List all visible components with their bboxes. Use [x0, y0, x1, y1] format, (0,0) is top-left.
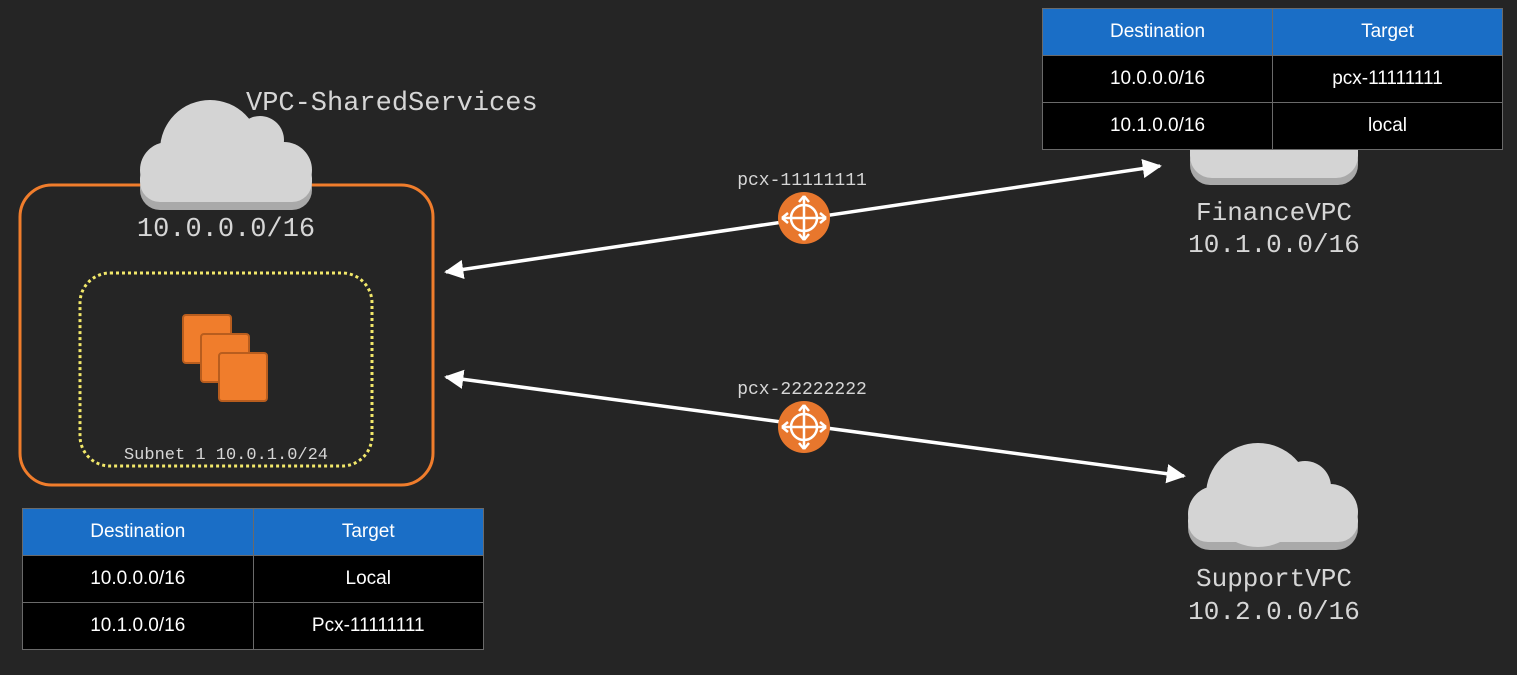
destination-header: Destination — [1042, 8, 1273, 56]
shared-vpc-cloud-icon — [140, 100, 312, 210]
subnet-boundary — [78, 271, 374, 468]
route-target: Pcx-11111111 — [252, 602, 484, 650]
target-header: Target — [1272, 8, 1503, 56]
support-vpc-name: SupportVPC — [1196, 564, 1352, 594]
peering-label-finance: pcx-11111111 — [737, 171, 867, 191]
finance-vpc-name: FinanceVPC — [1196, 198, 1352, 228]
support-vpc-cidr: 10.2.0.0/16 — [1188, 597, 1360, 627]
route-destination: 10.0.0.0/16 — [22, 555, 254, 603]
route-target: pcx-11111111 — [1272, 55, 1503, 103]
table-row: 10.0.0.0/16 Local — [22, 555, 484, 603]
route-target: Local — [252, 555, 484, 603]
route-destination: 10.1.0.0/16 — [1042, 102, 1273, 150]
vpc-peering-connection-icon — [778, 401, 830, 453]
shared-vpc-name: VPC-SharedServices — [246, 89, 538, 119]
peering-label-support: pcx-22222222 — [737, 380, 867, 400]
route-target: local — [1272, 102, 1503, 150]
finance-route-table: Destination Target 10.0.0.0/16 pcx-11111… — [1042, 8, 1503, 150]
shared-vpc-cidr: 10.0.0.0/16 — [137, 215, 315, 245]
target-header: Target — [252, 508, 484, 556]
table-header-row: Destination Target — [1042, 8, 1503, 56]
shared-route-table: Destination Target 10.0.0.0/16 Local 10.… — [22, 508, 484, 650]
table-header-row: Destination Target — [22, 508, 484, 556]
table-row: 10.1.0.0/16 local — [1042, 102, 1503, 150]
finance-vpc-cidr: 10.1.0.0/16 — [1188, 230, 1360, 260]
vpc-peering-connection-icon — [778, 192, 830, 244]
table-row: 10.0.0.0/16 pcx-11111111 — [1042, 55, 1503, 103]
route-destination: 10.1.0.0/16 — [22, 602, 254, 650]
route-destination: 10.0.0.0/16 — [1042, 55, 1273, 103]
ec2-instances-icon — [182, 314, 268, 402]
destination-header: Destination — [22, 508, 254, 556]
table-row: 10.1.0.0/16 Pcx-11111111 — [22, 602, 484, 650]
subnet-label: Subnet 1 10.0.1.0/24 — [124, 446, 328, 465]
support-vpc-cloud-icon — [1188, 443, 1358, 550]
